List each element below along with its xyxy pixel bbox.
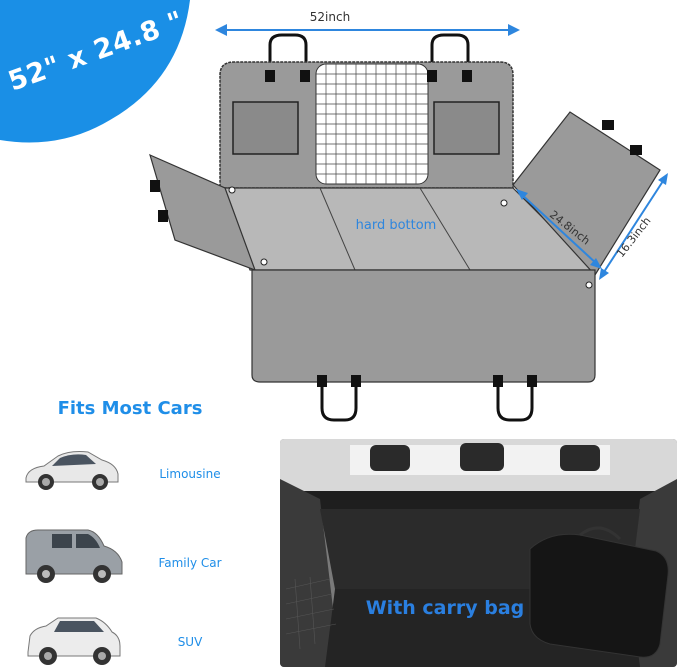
sedan-car-image [25, 451, 119, 490]
suv-car-image [27, 617, 121, 665]
car-label-suv: SUV [177, 635, 203, 649]
car-label-limousine: Limousine [159, 467, 221, 481]
size-badge-shape [0, 0, 190, 143]
width-dimension-label: 52inch [309, 10, 351, 24]
seat-cover-diagram [149, 33, 668, 422]
fits-title: Fits Most Cars [57, 398, 203, 419]
trunk-photo-illustration [280, 439, 677, 667]
carry-bag-caption: With carry bag [365, 597, 525, 619]
trunk-photo [280, 439, 677, 667]
car-label-family-car: Family Car [158, 556, 222, 570]
hard-bottom-label: hard bottom [355, 218, 437, 233]
van-car-image [25, 529, 123, 583]
width-dimension-arrow [215, 24, 520, 36]
